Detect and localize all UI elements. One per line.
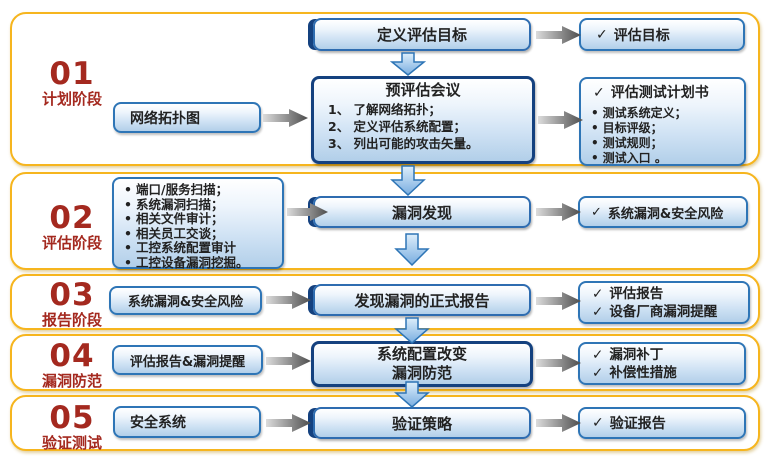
output-check-list: ✓ 评估报告 ✓ 设备厂商漏洞提醒 <box>580 283 748 322</box>
phase-number: 01 <box>49 56 95 92</box>
check-icon: ✓ <box>593 85 605 101</box>
output-item: 评估报告 <box>609 285 664 302</box>
input-box-network-topology: 网络拓扑图 <box>113 102 261 133</box>
phase-label: 计划阶段 <box>41 90 102 108</box>
phase-id-01: 01 计划阶段 <box>16 58 128 108</box>
process-item-list: 1、 了解网络拓扑； 2、 定义评估系统配置； 3、 列出可能的攻击矢量。 <box>314 100 532 152</box>
output-item: 设备厂商漏洞提醒 <box>609 303 718 320</box>
check-icon: ✓ <box>592 303 604 320</box>
bullet-icon: • <box>591 151 599 165</box>
input-box-report-reminder: 评估报告&漏洞提醒 <box>112 345 263 375</box>
output-box-verify-report: ✓ 验证报告 <box>578 407 746 439</box>
output-item: 测试入口 。 <box>602 151 667 165</box>
output-item: 测试系统定义； <box>602 106 687 120</box>
output-check-list: ✓ 漏洞补丁 ✓ 补偿性措施 <box>580 344 744 383</box>
phase-number: 02 <box>49 200 95 236</box>
bullet-icon: • <box>124 182 132 197</box>
flow-arrow-right-icon <box>538 109 584 135</box>
bullet-icon: • <box>124 254 132 270</box>
output-box-sys-vuln-risk: ✓ 系统漏洞&安全风险 <box>578 196 748 228</box>
process-box-define-goal: 定义评估目标 <box>313 18 531 51</box>
flow-arrow-right-icon <box>266 289 312 315</box>
phase-label: 评估阶段 <box>41 234 102 252</box>
input-item: 工控系统配置审计 <box>136 240 237 255</box>
input-box-sys-vuln-risk: 系统漏洞&安全风险 <box>109 286 262 315</box>
bullet-icon: • <box>124 196 132 212</box>
phase-id-02: 02 评估阶段 <box>16 202 128 252</box>
output-title: 评估测试计划书 <box>610 85 709 101</box>
flow-arrow-right-icon <box>536 352 582 378</box>
flow-arrow-down-icon <box>394 317 430 348</box>
output-label: 系统漏洞&安全风险 <box>607 206 724 222</box>
check-icon: ✓ <box>596 26 608 43</box>
input-box-assessment-activities: •端口/服务扫描； •系统漏洞扫描； •相关文件审计； •相关员工交谈； •工控… <box>112 177 284 269</box>
bullet-icon: • <box>591 106 599 120</box>
process-box-verify-strategy: 验证策略 <box>313 407 531 439</box>
input-item: 工控设备漏洞挖掘。 <box>136 254 249 270</box>
check-icon: ✓ <box>592 285 604 302</box>
input-item-list: •端口/服务扫描； •系统漏洞扫描； •相关文件审计； •相关员工交谈； •工控… <box>114 179 282 270</box>
flow-arrow-right-icon <box>266 412 312 438</box>
flow-arrow-down-icon <box>394 381 430 412</box>
flow-arrow-right-icon <box>536 290 582 316</box>
flow-arrow-right-icon <box>536 201 582 227</box>
flow-arrow-down-icon <box>390 165 426 200</box>
flow-arrow-right-icon <box>536 24 582 50</box>
bullet-icon: • <box>591 136 599 150</box>
phase-id-05: 05 验证测试 <box>16 402 128 452</box>
phase-id-04: 04 漏洞防范 <box>16 340 128 390</box>
bullet-icon: • <box>124 211 132 226</box>
check-icon: ✓ <box>592 415 604 431</box>
process-item: 1、 了解网络拓扑； <box>328 102 442 117</box>
output-label: 验证报告 <box>609 416 666 432</box>
process-line: 系统配置改变 <box>376 345 467 363</box>
output-box-test-plan: ✓ 评估测试计划书 •测试系统定义； •目标评级； •测试规则； •测试入口 。 <box>579 77 746 166</box>
flow-arrow-right-icon <box>536 412 582 438</box>
flow-arrow-down-icon <box>394 233 430 270</box>
process-item: 3、 列出可能的攻击矢量。 <box>328 136 479 151</box>
process-box-vuln-discovery: 漏洞发现 <box>313 196 531 228</box>
process-box-config-change: 系统配置改变 漏洞防范 <box>311 341 533 387</box>
output-box-patches: ✓ 漏洞补丁 ✓ 补偿性措施 <box>578 342 746 385</box>
output-item: 补偿性措施 <box>609 364 677 381</box>
output-item: 漏洞补丁 <box>609 346 664 363</box>
phase-number: 03 <box>49 277 95 313</box>
flow-arrow-right-icon <box>287 201 329 227</box>
output-item: 测试规则； <box>602 136 663 150</box>
input-item: 端口/服务扫描； <box>136 182 229 197</box>
process-box-pre-meeting: 预评估会议 1、 了解网络拓扑； 2、 定义评估系统配置； 3、 列出可能的攻击… <box>311 76 535 164</box>
output-label: 评估目标 <box>613 27 670 44</box>
input-item: 相关文件审计； <box>136 211 224 226</box>
phase-id-03: 03 报告阶段 <box>16 279 128 329</box>
bullet-icon: • <box>124 225 132 241</box>
process-item: 2、 定义评估系统配置； <box>328 119 467 134</box>
bullet-icon: • <box>591 121 599 135</box>
check-icon: ✓ <box>592 364 604 381</box>
check-icon: ✓ <box>591 204 602 220</box>
check-icon: ✓ <box>592 346 604 363</box>
output-box-reports: ✓ 评估报告 ✓ 设备厂商漏洞提醒 <box>578 281 750 324</box>
output-box-goal: ✓ 评估目标 <box>579 18 745 51</box>
process-box-formal-report: 发现漏洞的正式报告 <box>313 284 531 316</box>
phase-number: 05 <box>49 400 95 436</box>
bullet-icon: • <box>124 240 132 255</box>
output-item-list: •测试系统定义； •目标评级； •测试规则； •测试入口 。 <box>581 103 744 166</box>
flow-arrow-down-icon <box>389 52 427 80</box>
input-box-security-system: 安全系统 <box>113 406 261 438</box>
flow-arrow-right-icon <box>263 107 309 133</box>
phase-label: 漏洞防范 <box>41 372 102 390</box>
process-line: 漏洞防范 <box>391 364 452 382</box>
output-item: 目标评级； <box>602 121 663 135</box>
flow-arrow-right-icon <box>266 350 312 376</box>
phase-number: 04 <box>49 338 95 374</box>
phase-label: 验证测试 <box>41 434 102 452</box>
phase-label: 报告阶段 <box>41 311 102 329</box>
input-item: 相关员工交谈； <box>136 225 224 241</box>
process-title: 预评估会议 <box>385 81 461 99</box>
input-item: 系统漏洞扫描； <box>136 196 224 212</box>
